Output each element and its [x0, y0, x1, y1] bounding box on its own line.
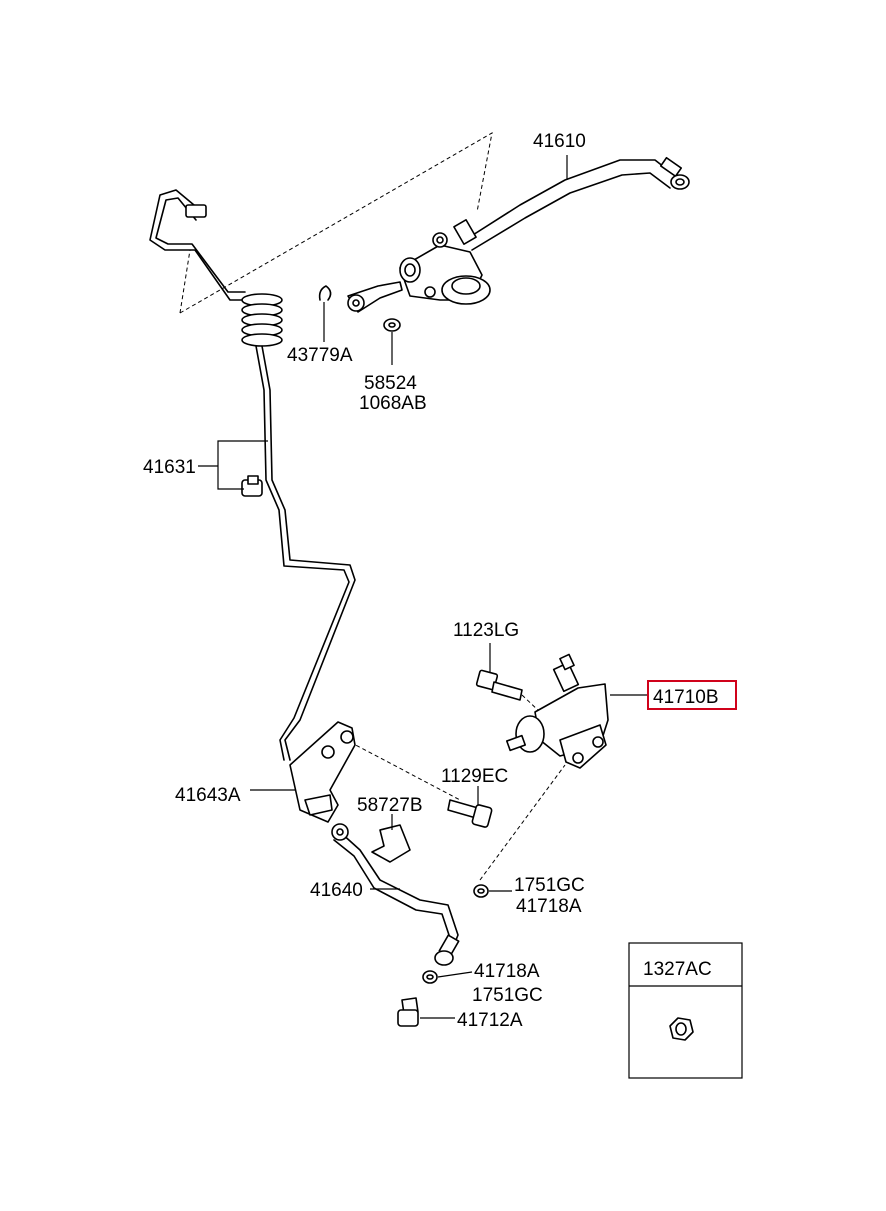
label-41718a-lower: 41718A — [474, 961, 540, 982]
label-1068ab: 1068AB — [359, 393, 427, 414]
clutch-master-cylinder[interactable] — [399, 232, 491, 305]
label-58524: 58524 — [364, 373, 417, 394]
master-cylinder-reference-frame — [179, 132, 493, 314]
label-41710b[interactable]: 41710B — [653, 687, 719, 708]
nut-1327ac[interactable] — [669, 1017, 694, 1041]
label-1327ac: 1327AC — [643, 959, 712, 980]
bolt-1123lg[interactable] — [475, 643, 541, 713]
label-1751gc-lower: 1751GC — [472, 985, 543, 1006]
label-41718a-upper: 41718A — [516, 896, 582, 917]
bolt-1129ec[interactable] — [447, 786, 493, 828]
gasket-upper[interactable] — [473, 884, 512, 898]
label-1129ec: 1129EC — [441, 766, 508, 787]
inset-box-1327ac — [628, 942, 743, 1079]
label-41631: 41631 — [143, 457, 196, 478]
label-41643a: 41643A — [175, 785, 241, 806]
alignment-line-union — [479, 764, 566, 881]
label-41610: 41610 — [533, 131, 586, 152]
union-bolt[interactable] — [397, 997, 455, 1027]
tube-clip[interactable] — [241, 475, 263, 497]
label-41710b-highlight — [647, 680, 737, 710]
gasket-lower[interactable] — [422, 970, 473, 984]
label-1123lg: 1123LG — [453, 620, 519, 641]
hose-clip[interactable] — [371, 814, 411, 863]
washer[interactable] — [383, 318, 401, 365]
label-41712a: 41712A — [457, 1010, 523, 1031]
tube-bracket[interactable] — [289, 721, 356, 823]
label-41640: 41640 — [310, 880, 363, 901]
push-rod-clevis[interactable] — [347, 281, 403, 313]
leader-41631 — [217, 440, 268, 490]
label-58727b: 58727B — [357, 795, 423, 816]
reservoir-hose[interactable] — [453, 156, 690, 251]
clutch-hose[interactable] — [331, 823, 460, 966]
clevis-clip[interactable] — [318, 285, 332, 342]
clutch-release-cylinder[interactable] — [505, 653, 609, 769]
label-1751gc-upper: 1751GC — [514, 875, 585, 896]
clutch-tube[interactable] — [149, 189, 356, 761]
label-43779a: 43779A — [287, 345, 353, 366]
